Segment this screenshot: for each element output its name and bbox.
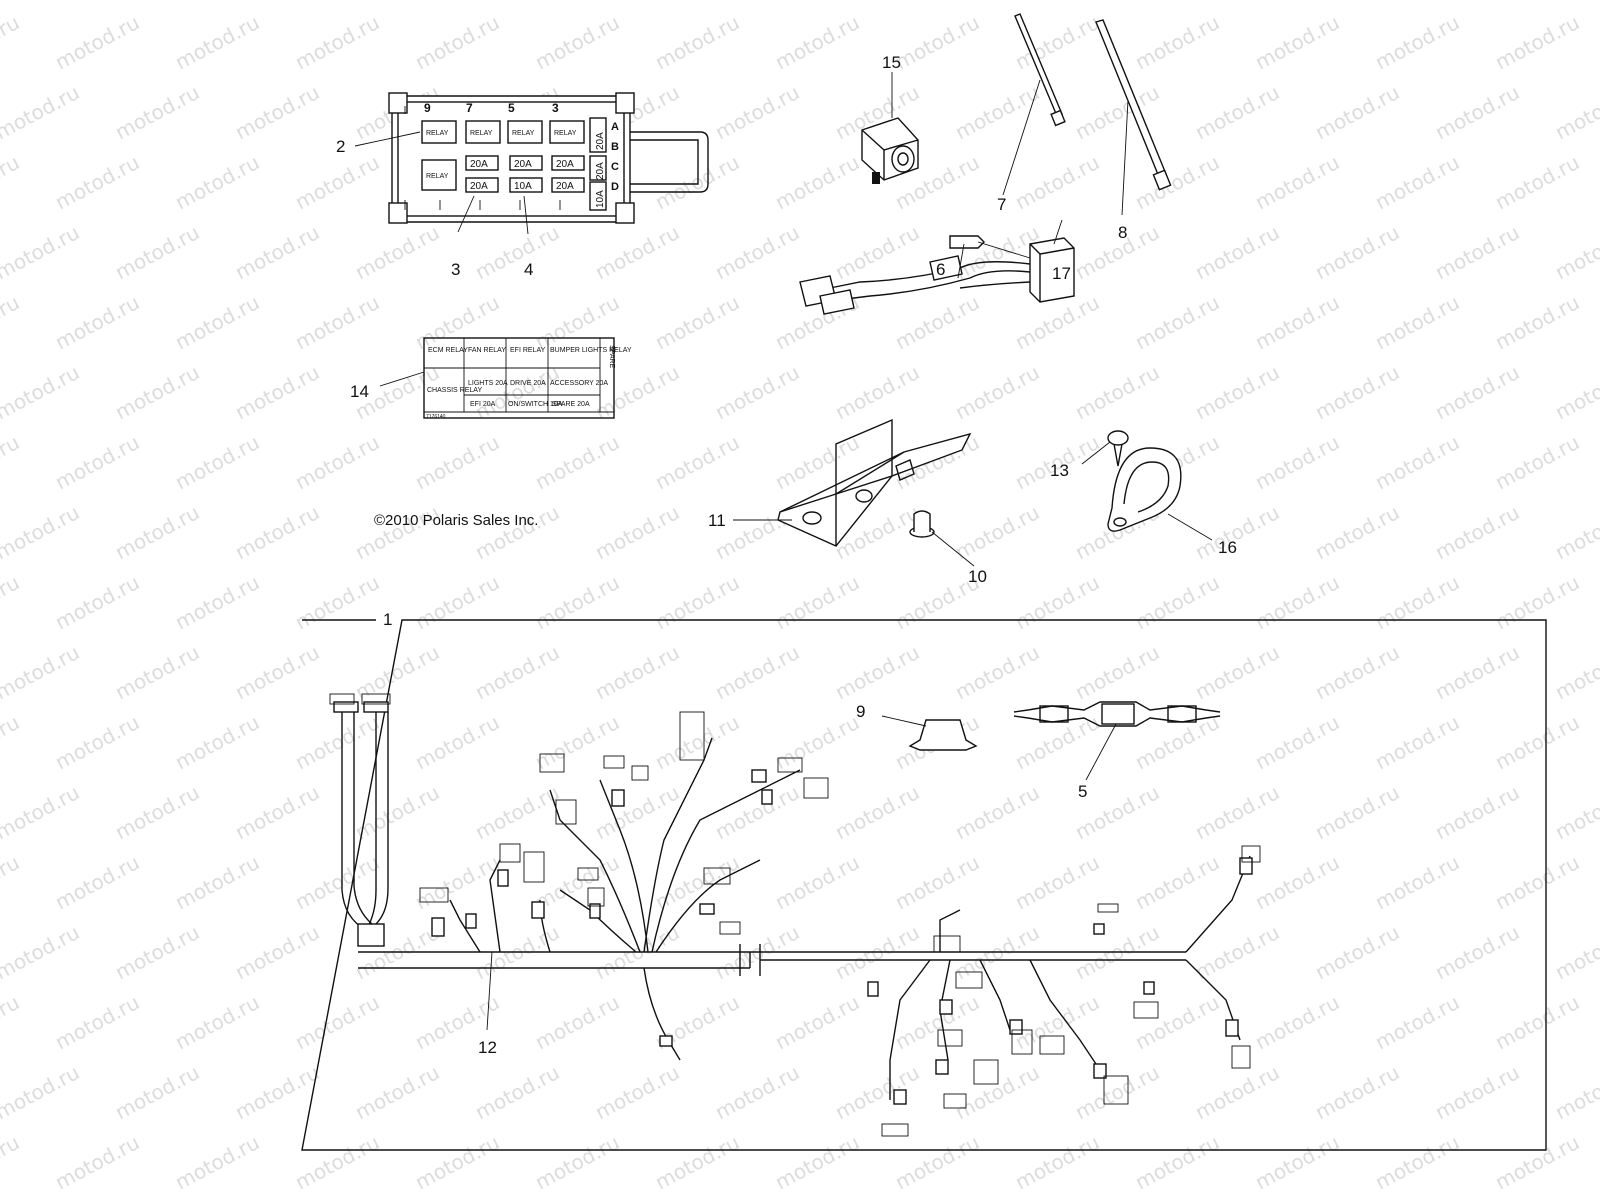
fuse-d2: 10A [514, 181, 532, 192]
callout-9: 9 [856, 702, 865, 721]
relay-label: RELAY [470, 130, 493, 137]
fuse-d3: 20A [556, 181, 574, 192]
side-fuse-1: 20A [595, 132, 606, 150]
relay-harness-17 [799, 219, 1075, 315]
decal-accessory: ACCESSORY 20A [550, 380, 608, 387]
callout-8: 8 [1118, 223, 1127, 242]
connector-15 [861, 72, 919, 184]
callout-12: 12 [478, 1038, 497, 1057]
side-fuse-3: 10A [595, 190, 606, 208]
fuse-c2: 20A [514, 159, 532, 170]
copyright-text: ©2010 Polaris Sales Inc. [374, 512, 538, 529]
callout-15: 15 [882, 53, 901, 72]
callout-16: 16 [1218, 538, 1237, 557]
relay-label: RELAY [512, 130, 535, 137]
fuse-col-3: 3 [552, 101, 559, 115]
push-rivet-13 [1081, 430, 1129, 467]
callout-7: 7 [997, 195, 1006, 214]
callout-13: 13 [1050, 461, 1069, 480]
cable-tie-8 [1095, 19, 1172, 216]
callout-11: 11 [708, 511, 726, 530]
fuse-col-7: 7 [466, 101, 473, 115]
decal-drive: DRIVE 20A [510, 380, 546, 387]
leader-lines [354, 131, 529, 387]
clamp-16 [1107, 447, 1213, 541]
main-harness-panel [301, 619, 1547, 1151]
callout-3: 3 [451, 260, 460, 279]
decal-efi-relay: EFI RELAY [510, 347, 546, 354]
callout-6: 6 [936, 260, 945, 279]
decal-part-no: 7176140 [426, 414, 446, 420]
callout-5: 5 [1078, 782, 1087, 801]
callout-10: 10 [968, 567, 987, 586]
side-fuse-2: 20A [595, 162, 606, 180]
fuse-c1: 20A [470, 159, 488, 170]
fuse-col-5: 5 [508, 101, 515, 115]
callout-4: 4 [524, 260, 533, 279]
fuse-row-c: C [611, 161, 619, 173]
decal-onswitch: ON/SWITCH 10A [508, 401, 563, 408]
decal-bumper-relay: BUMPER LIGHTS RELAY [550, 347, 632, 354]
fuse-box: 9 7 5 3 RELAY RELAY RELAY RELAY RELAY 20… [388, 92, 709, 224]
bracket-11 [733, 418, 972, 547]
fuse-row-b: B [611, 141, 619, 153]
plug-10 [909, 510, 975, 567]
cable-tie-7 [1002, 13, 1066, 196]
callout-1: 1 [383, 610, 392, 629]
decal-chassis-relay: CHASSIS RELAY [427, 387, 482, 394]
callout-14: 14 [350, 382, 369, 401]
relay-label: RELAY [554, 130, 577, 137]
fuse-d1: 20A [470, 181, 488, 192]
relay-label: RELAY [426, 173, 449, 180]
fuse-decal-14: ECM RELAY FAN RELAY EFI RELAY BUMPER LIG… [423, 337, 632, 420]
decal-efi: EFI 20A [470, 401, 496, 408]
fuse-col-9: 9 [424, 101, 431, 115]
decal-lights: LIGHTS 20A [468, 380, 508, 387]
fuse-row-d: D [611, 181, 619, 193]
decal-spare-fuse: SPARE 20A [552, 401, 590, 408]
callout-2: 2 [336, 137, 345, 156]
decal-spare: SPARE [608, 345, 615, 369]
decal-fan-relay: FAN RELAY [468, 347, 506, 354]
callout-numbers: 1 2 3 4 5 6 7 8 9 10 11 12 13 14 15 16 1… [336, 53, 1237, 1057]
decal-ecm-relay: ECM RELAY [428, 347, 468, 354]
fuse-row-a: A [611, 121, 619, 133]
relay-label: RELAY [426, 130, 449, 137]
fuse-c3: 20A [556, 159, 574, 170]
callout-17: 17 [1052, 264, 1071, 283]
